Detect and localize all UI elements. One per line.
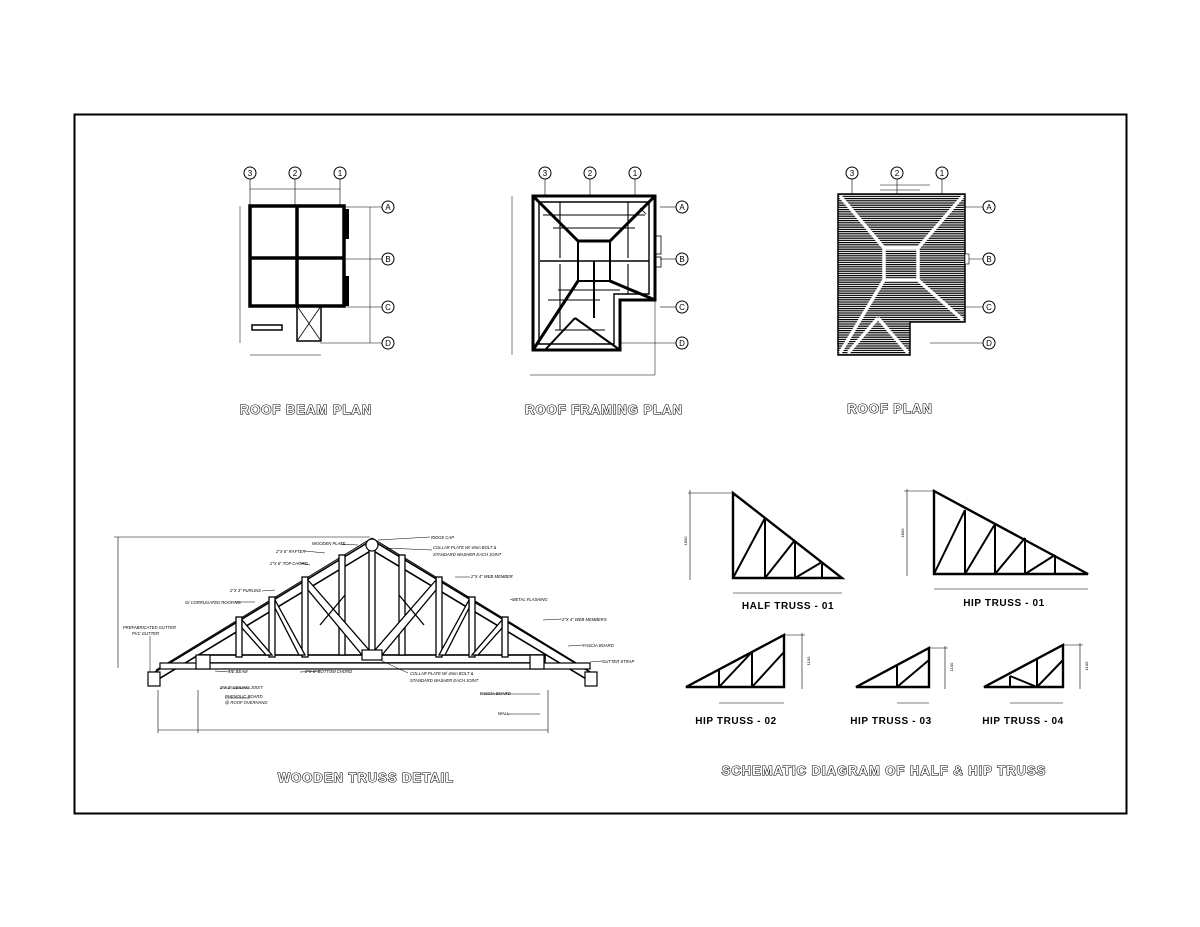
drawing-title: ROOF FRAMING PLAN — [525, 402, 683, 417]
note: PHENOLIC BOARD — [225, 694, 262, 699]
note: 2"X 4" WEB MEMBERS — [561, 617, 607, 622]
note: 2"X 2" CEILING JOIST — [219, 685, 263, 690]
wooden-truss-detail: RIDGE CAP WOODEN PLATE 2"X 6" RAFTER 2"X… — [114, 535, 635, 786]
note: GUTTER STRAP — [602, 659, 635, 664]
dimension-label: 1100 — [806, 656, 811, 665]
grid-col-label: 1 — [633, 169, 638, 178]
grid-row-label: A — [679, 203, 685, 212]
grid-row-label: C — [679, 303, 685, 312]
grid-row-label: B — [986, 255, 991, 264]
grid-col-label: 3 — [850, 169, 855, 178]
truss-label: HALF TRUSS - 01 — [742, 601, 834, 612]
note: WALL — [498, 711, 510, 716]
note: WOODEN PLATE — [312, 541, 346, 546]
hip-truss-01: 1800 — [900, 488, 1089, 590]
note: METAL FLASHING — [512, 597, 548, 602]
grid-row-label: D — [679, 339, 685, 348]
hip-truss-03: 1100 — [855, 645, 954, 704]
drawing-title: ROOF BEAM PLAN — [240, 402, 372, 417]
grid-row-label: D — [385, 339, 391, 348]
roof-surface — [837, 193, 966, 356]
note: @ ROOF OVERHANG — [225, 700, 268, 705]
dimension-label: 1800 — [900, 528, 905, 538]
grid-row-label: C — [385, 303, 391, 312]
grid-col-label: 2 — [895, 169, 900, 178]
sheet-border — [73, 113, 1128, 815]
note: STANDARD WASHER EACH JOINT — [410, 678, 479, 683]
note: 2"X 6" RAFTER — [275, 549, 306, 554]
note: FASCIA BOARD — [583, 643, 614, 648]
note: RIDGE CAP — [431, 535, 454, 540]
hip-truss-04: 1100 — [983, 643, 1089, 704]
grid-row-label: B — [679, 255, 684, 264]
hip-truss-02: 1100 — [685, 633, 811, 704]
grid-col-label: 2 — [293, 169, 298, 178]
grid-row-label: A — [986, 203, 992, 212]
note: TIE BEAM — [228, 669, 248, 674]
grid-col-label: 3 — [248, 169, 253, 178]
drawing-title: WOODEN TRUSS DETAIL — [278, 770, 454, 785]
grid-row-label: C — [986, 303, 992, 312]
grid-row-label: A — [385, 203, 391, 212]
note: 2"X 3" PURLINS — [229, 588, 261, 593]
grid-col-label: 1 — [338, 169, 343, 178]
grid-bubbles-columns: 3 2 1 — [243, 166, 347, 205]
grid-bubbles-rows: A B C D — [320, 200, 395, 350]
schematic-trusses: 1800 1800 1100 — [683, 488, 1089, 704]
drawing-title: ROOF PLAN — [847, 401, 933, 416]
grid-col-label: 3 — [543, 169, 548, 178]
note: PVC GUTTER — [132, 631, 159, 636]
drawing-title: SCHEMATIC DIAGRAM OF HALF & HIP TRUSS — [722, 763, 1047, 778]
roof-framing-plan: 3 2 1 A B C D — [511, 166, 689, 418]
grid-col-label: 2 — [588, 169, 593, 178]
half-truss-01: 1800 — [683, 490, 846, 594]
note: 2"X 6" BOTTOM CHORD — [304, 669, 352, 674]
note: STANDARD WASHER EACH JOINT — [433, 552, 502, 557]
dimension-label: 1800 — [683, 536, 688, 546]
note: 2"X 4" WEB MEMBER — [470, 574, 513, 579]
dimension-label: 1100 — [1084, 661, 1089, 670]
truss-label: HIP TRUSS - 04 — [982, 716, 1064, 727]
grid-row-label: D — [986, 339, 992, 348]
note: COLLAR PLATE W/ 4mm BOLT & — [410, 671, 474, 676]
truss-label: HIP TRUSS - 03 — [850, 716, 932, 727]
roof-plan: 3 2 1 A B C D — [837, 166, 996, 417]
roof-beam-plan: 3 2 1 A B C D — [239, 166, 395, 418]
grid-col-label: 1 — [940, 169, 945, 178]
note: 2"X 6" TOP CHORD — [269, 561, 308, 566]
note: COLLAR PLATE W/ 4mm BOLT & — [433, 545, 497, 550]
truss-label: HIP TRUSS - 02 — [695, 716, 777, 727]
note: PREFABRICATED GUTTER — [123, 625, 176, 630]
framing-lines — [511, 179, 676, 376]
beams — [239, 204, 349, 356]
truss-label: HIP TRUSS - 01 — [963, 598, 1045, 609]
note: FASCIA BOARD — [480, 691, 511, 696]
truss-notes: RIDGE CAP WOODEN PLATE 2"X 6" RAFTER 2"X… — [123, 535, 635, 716]
dimension-label: 1100 — [949, 662, 954, 671]
grid-row-label: B — [385, 255, 390, 264]
note: GI CORRUGATED ROOFING — [185, 600, 241, 605]
